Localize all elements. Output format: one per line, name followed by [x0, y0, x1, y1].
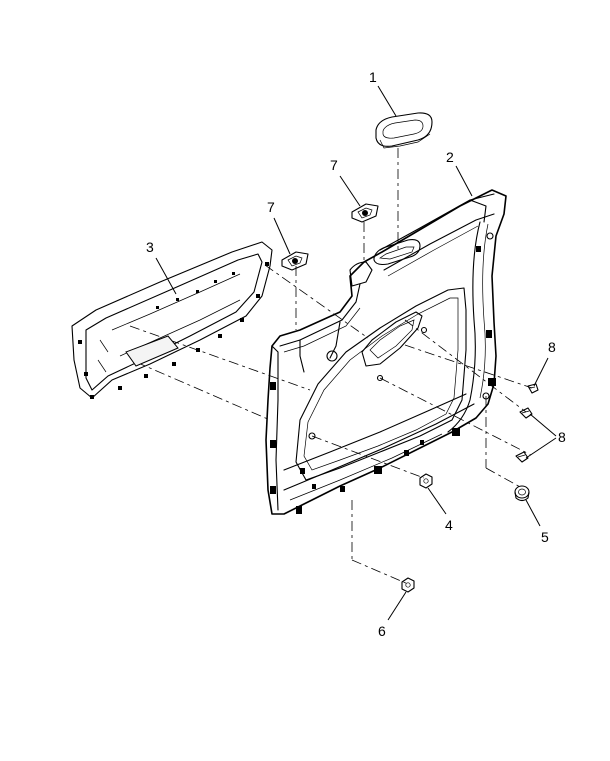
- fastener-nut-part: [419, 473, 433, 489]
- callout-5: 5: [541, 529, 549, 545]
- door-trim-panel-part: [265, 189, 507, 515]
- push-pin-clip-part: [515, 451, 529, 463]
- callout-8-lower: 8: [558, 429, 566, 445]
- retainer-clip-part: [281, 251, 309, 271]
- callout-labels: 1 2 3 7 7 8 8 4 5 6: [146, 69, 566, 639]
- callout-6: 6: [378, 623, 386, 639]
- fastener-nut-part: [401, 577, 415, 593]
- callout-8-upper: 8: [548, 339, 556, 355]
- callout-4: 4: [445, 517, 453, 533]
- assembly-lines: [129, 148, 533, 585]
- armrest-trim-part: [71, 241, 273, 399]
- callout-3: 3: [146, 239, 154, 255]
- grommet-part: [514, 485, 530, 502]
- retainer-clip-part: [351, 203, 379, 223]
- callout-1: 1: [369, 69, 377, 85]
- push-pin-clip-part: [519, 407, 533, 419]
- switch-bezel-part: [375, 112, 433, 149]
- leader-lines: [155, 85, 557, 621]
- callout-7-upper: 7: [330, 157, 338, 173]
- push-pin-clip-part: [527, 383, 539, 394]
- callout-2: 2: [446, 149, 454, 165]
- callout-7-lower: 7: [267, 199, 275, 215]
